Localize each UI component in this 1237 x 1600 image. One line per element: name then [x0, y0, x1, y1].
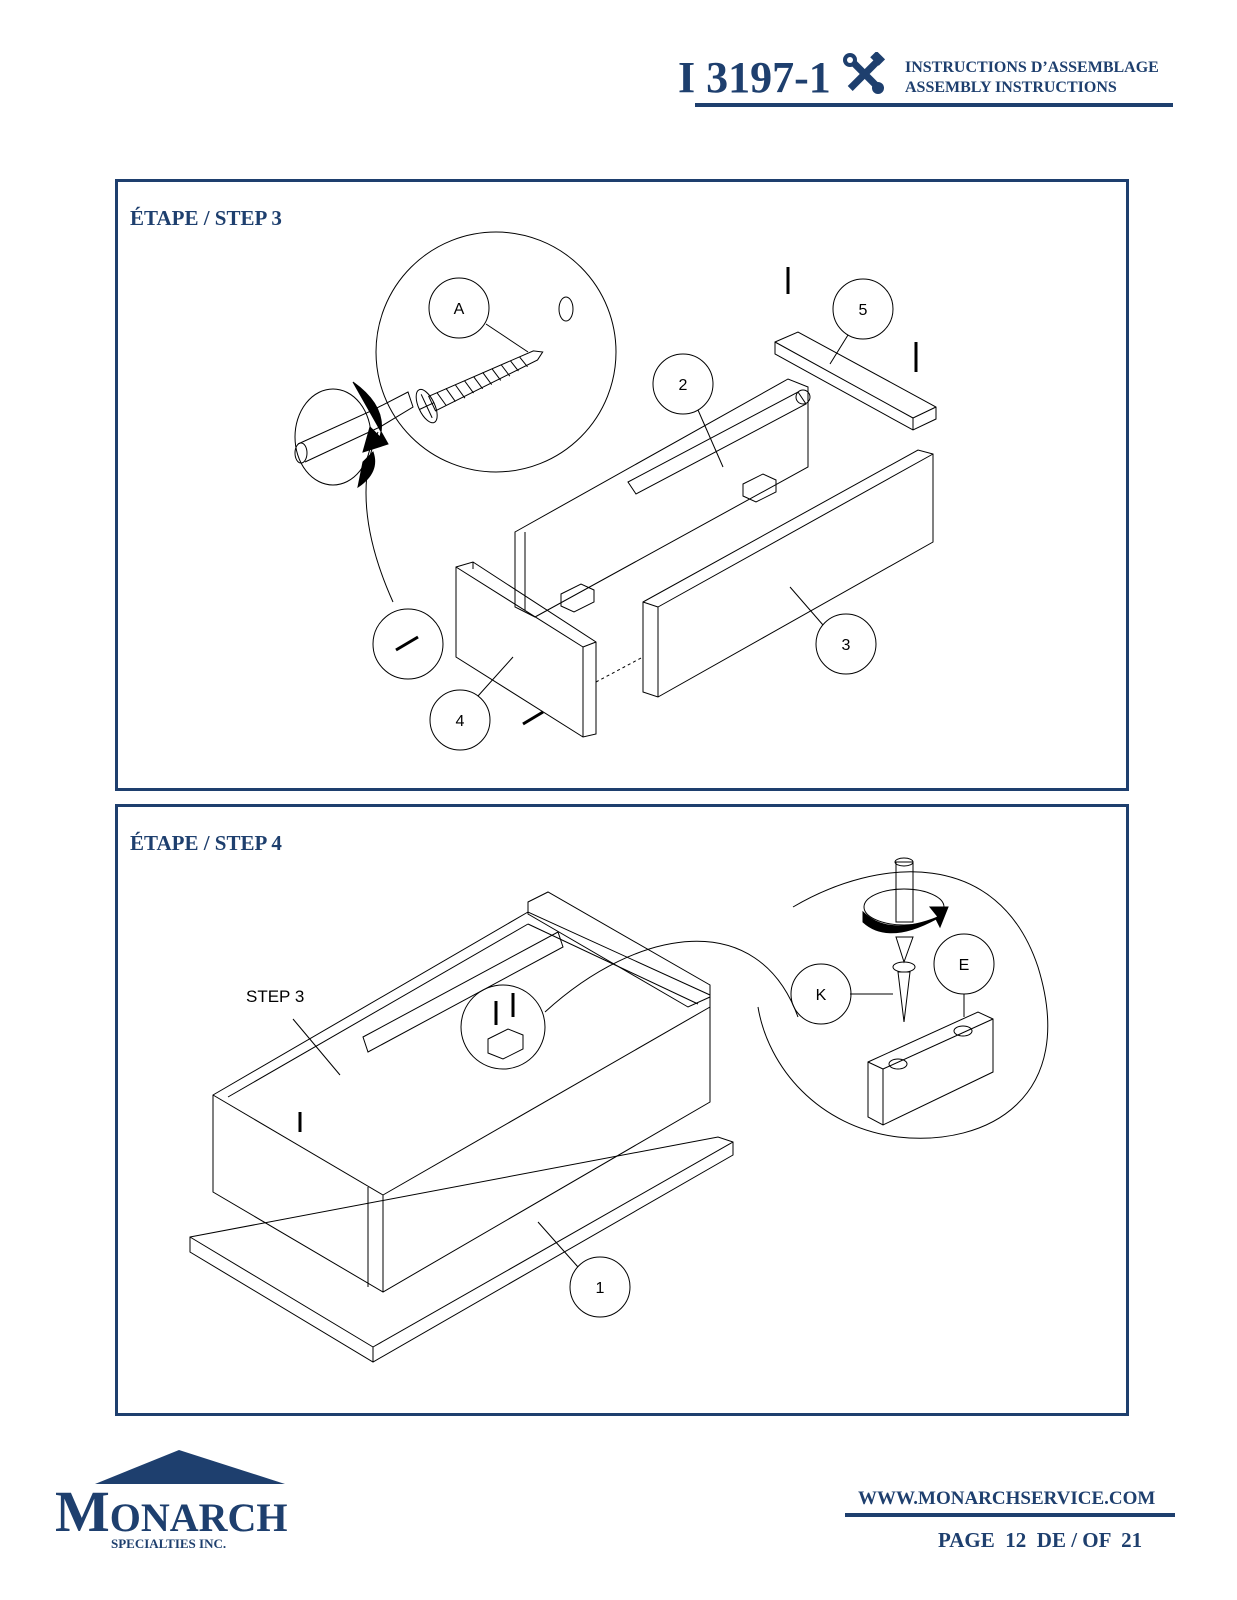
panel-3 [642, 449, 934, 698]
callout-k: K [816, 987, 827, 1004]
website-link[interactable]: WWW.MONARCHSERVICE.COM [858, 1488, 1156, 1509]
detail-circle-screw [375, 231, 617, 473]
logo-initial: M [55, 1479, 110, 1544]
logo-wordmark: MONARCH [55, 1478, 288, 1545]
rotation-arrow-icon [352, 381, 389, 453]
step-3-diagram: A 2 5 3 4 [294, 231, 937, 751]
callout-a: A [454, 301, 465, 318]
step-3-title: ÉTAPE / STEP 3 [130, 206, 282, 230]
callout-1: 1 [596, 1280, 605, 1297]
detail-circle-screw-small [372, 608, 444, 680]
callout-a-circle [428, 277, 490, 339]
drawer-box [212, 911, 711, 1293]
callout-2: 2 [679, 377, 688, 394]
drawer-slide-installed [362, 931, 564, 1053]
step-4-diagram: STEP 3 K E 1 [189, 857, 1049, 1363]
callout-4: 4 [456, 713, 465, 730]
page-number: PAGE 12 DE / OF 21 [938, 1528, 1143, 1552]
document-code: I 3197-1 [678, 53, 831, 102]
rotation-arrow-tail [357, 451, 376, 489]
rotation-arrow-icon-b [862, 906, 949, 934]
drawer-slide [627, 391, 807, 495]
detail-circle-large [757, 871, 1049, 1139]
step-3-reference-label: STEP 3 [246, 987, 304, 1006]
page-header: I 3197-1 INSTRUCTIONS D’ASSEMBLAGE ASSEM… [0, 0, 1237, 120]
callout-3: 3 [842, 637, 851, 654]
logo-subtitle: SPECIALTIES INC. [111, 1536, 227, 1551]
back-rail [527, 891, 711, 1008]
logo-rest: ONARCH [109, 1495, 288, 1540]
panel-1 [189, 1136, 734, 1363]
screw-k-head [892, 961, 916, 973]
panel-5 [774, 331, 937, 431]
step-4-panel: STEP 3 K E 1 ÉTAPE / STEP 4 [115, 804, 1129, 1416]
detail-circle-small [460, 984, 546, 1070]
step-3-panel: A 2 5 3 4 ÉTAPE / STEP 3 [115, 179, 1129, 791]
callout-1-circle [569, 1256, 631, 1318]
header-title-fr: INSTRUCTIONS D’ASSEMBLAGE [905, 59, 1159, 76]
panel-4 [455, 561, 597, 738]
callout-e: E [959, 957, 970, 974]
cleat-e [867, 1011, 994, 1126]
screwdriver [294, 388, 414, 486]
cleat-block-top [742, 473, 777, 503]
footer-rule [845, 1513, 1175, 1517]
monarch-logo: MONARCH SPECIALTIES INC. [55, 1450, 288, 1551]
callout-2-circle [652, 353, 714, 415]
callout-5-circle [832, 278, 894, 340]
step-4-title: ÉTAPE / STEP 4 [130, 831, 282, 855]
detail-leader-b [544, 940, 799, 1018]
header-titles: INSTRUCTIONS D’ASSEMBLAGE ASSEMBLY INSTR… [905, 58, 1159, 98]
callout-4-circle [429, 689, 491, 751]
callout-5: 5 [859, 302, 868, 319]
screw-a [415, 350, 544, 424]
roof-icon [95, 1450, 285, 1484]
cleat-block [487, 1028, 524, 1060]
screwdriver-shaft [895, 861, 914, 923]
header-title-en: ASSEMBLY INSTRUCTIONS [905, 79, 1117, 96]
cleat-block-bottom [560, 583, 595, 613]
header-rule [695, 103, 1173, 107]
tools-icon [843, 52, 886, 94]
callout-3-circle [815, 613, 877, 675]
pilot-hole [558, 296, 574, 322]
screw-k [897, 971, 911, 1023]
